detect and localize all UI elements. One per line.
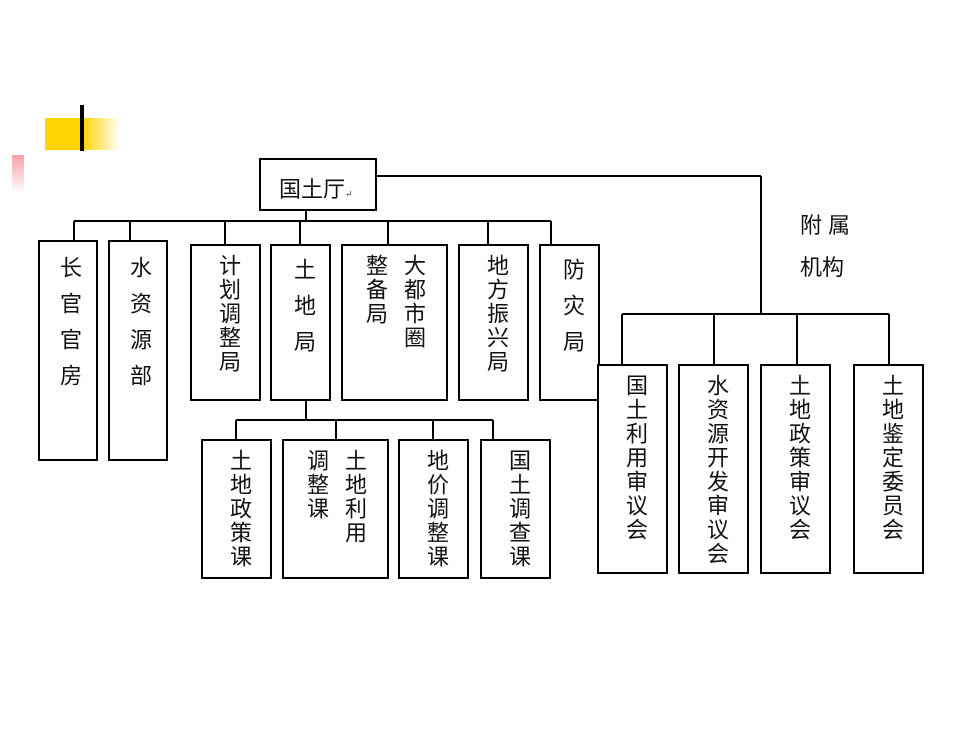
branch-water: 水资源部 <box>108 240 168 461</box>
affiliated-appraisal-label: 土地鉴定委员会 <box>878 374 903 542</box>
branch-plan: 计划调整局 <box>190 244 261 401</box>
branch-seibi: 大都市圈 整备局 <box>341 244 448 401</box>
branch-chokan: 长官官房 <box>38 240 98 461</box>
branch-chokan-label: 长官官房 <box>56 256 81 400</box>
section-survey-label: 国土调查课 <box>505 449 530 569</box>
affiliated-landuse-council-label: 国土利用审议会 <box>622 374 647 542</box>
affiliated-policy-council: 土地政策审议会 <box>760 364 831 574</box>
affiliated-label-line2: 机构 <box>800 255 845 281</box>
return-mark: ↵ <box>345 190 353 200</box>
affiliated-water-council-label: 水资源开发审议会 <box>703 374 728 566</box>
root-label: 国土厅 <box>279 178 346 203</box>
section-use-line2: 调整课 <box>303 449 328 521</box>
branch-bosai-label: 防灾局 <box>559 258 584 366</box>
section-price-label: 地价调整课 <box>423 449 448 569</box>
section-use-line1: 土地利用 <box>341 449 366 545</box>
branch-seibi-line1: 大都市圈 <box>400 254 425 350</box>
branch-bosai: 防灾局 <box>539 244 600 401</box>
section-use: 土地利用 调整课 <box>282 439 389 579</box>
branch-chiho-label: 地方振兴局 <box>483 254 508 374</box>
affiliated-label: 附属 机构 <box>800 206 856 290</box>
affiliated-appraisal: 土地鉴定委员会 <box>853 364 924 574</box>
title-bar-decoration <box>80 105 84 151</box>
branch-land-label: 土地局 <box>290 258 315 366</box>
root-node: 国土厅↵ <box>259 158 377 211</box>
branch-chiho: 地方振兴局 <box>458 244 529 401</box>
side-accent-decoration <box>12 155 24 193</box>
section-survey: 国土调查课 <box>480 439 551 579</box>
branch-land: 土地局 <box>270 244 331 401</box>
affiliated-policy-council-label: 土地政策审议会 <box>785 374 810 542</box>
section-policy: 土地政策课 <box>201 439 272 579</box>
section-price: 地价调整课 <box>398 439 469 579</box>
affiliated-landuse-council: 国土利用审议会 <box>597 364 668 574</box>
branch-water-label: 水资源部 <box>126 256 151 400</box>
affiliated-water-council: 水资源开发审议会 <box>678 364 749 574</box>
affiliated-label-line1: 附属 <box>800 214 857 239</box>
branch-plan-label: 计划调整局 <box>215 254 240 374</box>
section-policy-label: 土地政策课 <box>226 449 251 569</box>
branch-seibi-line2: 整备局 <box>362 254 387 326</box>
